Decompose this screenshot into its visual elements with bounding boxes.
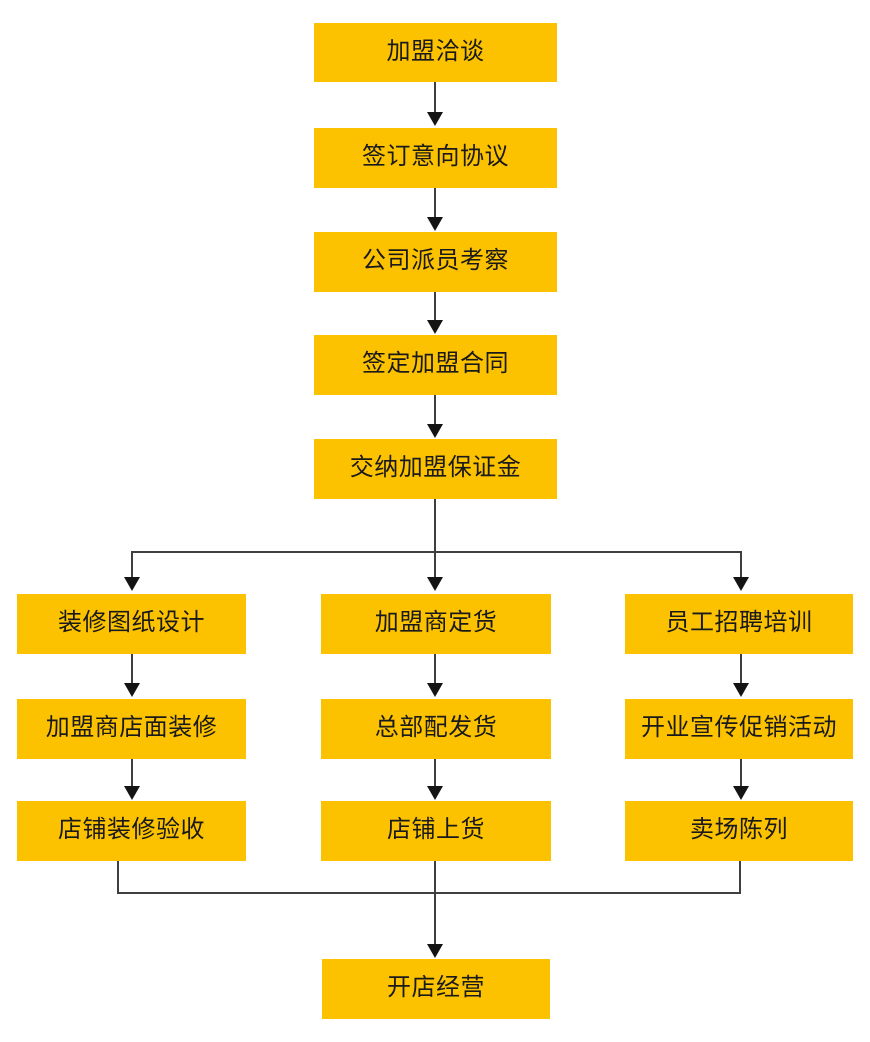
node-label: 员工招聘培训	[665, 609, 813, 636]
node-label: 交纳加盟保证金	[349, 454, 522, 481]
node-label: 开店经营	[387, 974, 485, 1001]
connector-split-drop-right	[740, 551, 742, 579]
node-label: 开业宣传促销活动	[641, 714, 837, 741]
node-label: 卖场陈列	[690, 816, 788, 843]
connector-main-3-4	[434, 292, 436, 322]
process-node-left-3[interactable]: 店铺装修验收	[17, 801, 246, 861]
arrowhead-center-1-2	[427, 683, 443, 697]
connector-main-1-2	[434, 82, 436, 114]
node-label: 装修图纸设计	[58, 609, 205, 636]
process-node-main-2[interactable]: 签订意向协议	[314, 128, 557, 188]
arrowhead-main-3-4	[427, 320, 443, 334]
connector-split-drop-left	[131, 551, 133, 579]
connector-merge-riser-left	[117, 861, 119, 894]
connector-left-1-2	[131, 654, 133, 686]
arrowhead-main-4-5	[427, 424, 443, 438]
node-label: 签订意向协议	[362, 143, 509, 170]
connector-merge-riser-right	[739, 861, 741, 894]
process-node-main-4[interactable]: 签定加盟合同	[314, 335, 557, 395]
process-node-main-1[interactable]: 加盟洽谈	[314, 23, 557, 82]
connector-left-2-3	[131, 759, 133, 789]
arrowhead-split-right	[733, 577, 749, 591]
arrowhead-split-center	[427, 577, 443, 591]
process-node-left-1[interactable]: 装修图纸设计	[17, 594, 246, 654]
connector-right-1-2	[740, 654, 742, 686]
connector-center-1-2	[434, 654, 436, 686]
connector-split-stem	[434, 499, 436, 553]
arrowhead-center-2-3	[427, 786, 443, 800]
node-label: 加盟商店面装修	[45, 714, 218, 741]
arrowhead-main-1-2	[427, 112, 443, 126]
connector-split-drop-center	[434, 551, 436, 579]
process-node-right-1[interactable]: 员工招聘培训	[625, 594, 853, 654]
node-label: 店铺装修验收	[58, 816, 205, 843]
process-node-right-2[interactable]: 开业宣传促销活动	[625, 699, 853, 759]
node-label: 加盟商定货	[374, 609, 498, 636]
node-label: 店铺上货	[387, 816, 485, 843]
connector-main-2-3	[434, 188, 436, 220]
process-node-center-1[interactable]: 加盟商定货	[321, 594, 551, 654]
process-node-center-3[interactable]: 店铺上货	[321, 801, 551, 861]
arrowhead-left-1-2	[124, 683, 140, 697]
connector-main-4-5	[434, 395, 436, 426]
arrowhead-right-2-3	[733, 786, 749, 800]
connector-split-bus	[131, 551, 742, 553]
arrowhead-split-left	[124, 577, 140, 591]
node-label: 加盟洽谈	[386, 37, 485, 65]
connector-merge-bus	[117, 892, 741, 894]
connector-right-2-3	[740, 759, 742, 789]
process-node-final[interactable]: 开店经营	[322, 959, 550, 1019]
process-node-main-5[interactable]: 交纳加盟保证金	[314, 439, 557, 499]
arrowhead-right-1-2	[733, 683, 749, 697]
process-node-main-3[interactable]: 公司派员考察	[314, 232, 557, 292]
connector-merge-stem	[434, 861, 436, 946]
process-node-right-3[interactable]: 卖场陈列	[625, 801, 853, 861]
arrowhead-left-2-3	[124, 786, 140, 800]
arrowhead-final	[427, 944, 443, 958]
process-node-left-2[interactable]: 加盟商店面装修	[17, 699, 246, 759]
arrowhead-main-2-3	[427, 217, 443, 231]
node-label: 签定加盟合同	[362, 350, 509, 377]
connector-center-2-3	[434, 759, 436, 789]
node-label: 公司派员考察	[362, 247, 509, 274]
node-label: 总部配发货	[374, 714, 498, 741]
process-node-center-2[interactable]: 总部配发货	[321, 699, 551, 759]
